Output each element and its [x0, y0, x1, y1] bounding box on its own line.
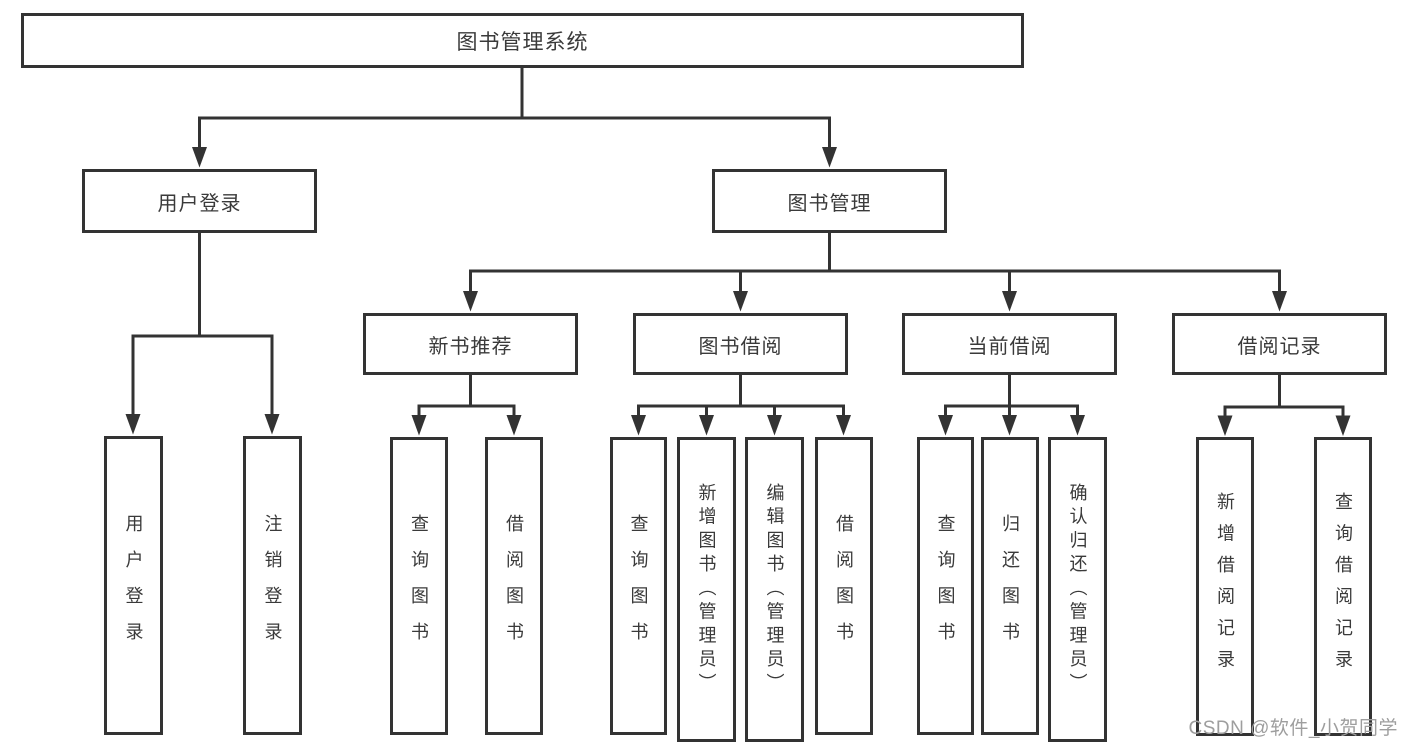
- arrow-icon: [1217, 415, 1233, 436]
- leaf-bb-borrow: 借阅图书: [815, 437, 873, 735]
- node-book-borrow: 图书借阅: [633, 313, 848, 375]
- arrow-icon: [1272, 291, 1287, 312]
- leaf-rec-borrow-label: 借阅图书: [504, 514, 524, 658]
- leaf-br-query: 查询借阅记录: [1314, 437, 1372, 736]
- leaf-rec-query: 查询图书: [390, 437, 448, 735]
- node-book-mgmt-label: 图书管理: [787, 192, 872, 215]
- arrow-icon: [1070, 415, 1085, 436]
- leaf-logout-label: 注销登录: [262, 513, 283, 658]
- node-user-login-label: 用户登录: [157, 192, 242, 215]
- connector-newbookrec-to-leaves: [417, 375, 516, 421]
- leaf-bb-add-label: 新增图书（管理员）: [696, 482, 717, 697]
- arrow-icon: [733, 291, 748, 312]
- leaf-cb-confirm-label: 确认归还（管理员）: [1067, 482, 1088, 697]
- arrow-icon: [411, 415, 427, 436]
- leaf-cb-confirm: 确认归还（管理员）: [1048, 437, 1107, 742]
- node-borrow-records-label: 借阅记录: [1237, 335, 1322, 358]
- leaf-bb-edit: 编辑图书（管理员）: [745, 437, 804, 742]
- leaf-rec-borrow: 借阅图书: [485, 437, 543, 735]
- node-borrow-records: 借阅记录: [1172, 313, 1387, 375]
- leaf-bb-borrow-label: 借阅图书: [834, 514, 854, 658]
- node-root: 图书管理系统: [21, 13, 1024, 68]
- leaf-rec-query-label: 查询图书: [409, 514, 429, 658]
- arrow-icon: [699, 415, 714, 436]
- arrow-icon: [1335, 415, 1351, 436]
- arrow-icon: [192, 147, 207, 168]
- node-book-borrow-label: 图书借阅: [698, 335, 783, 358]
- node-user-login: 用户登录: [82, 169, 317, 233]
- leaf-cb-return-label: 归还图书: [1000, 514, 1020, 658]
- node-current-borrow-label: 当前借阅: [967, 335, 1052, 358]
- connector-userlogin-to-leaves: [131, 233, 274, 420]
- arrow-icon: [938, 415, 953, 436]
- arrow-icon: [463, 291, 478, 312]
- leaf-cb-return: 归还图书: [981, 437, 1039, 735]
- leaf-cb-query: 查询图书: [917, 437, 974, 735]
- arrow-icon: [836, 415, 851, 436]
- connector-bookborrow-to-leaves: [637, 375, 845, 421]
- leaf-br-query-label: 查询借阅记录: [1333, 492, 1353, 681]
- arrow-icon: [264, 414, 280, 435]
- arrow-icon: [125, 414, 141, 435]
- leaf-logout: 注销登录: [243, 436, 302, 735]
- connector-bookmgmt-to-level3: [469, 233, 1281, 297]
- arrow-icon: [822, 147, 837, 168]
- leaf-bb-query: 查询图书: [610, 437, 667, 735]
- leaf-bb-query-label: 查询图书: [628, 514, 649, 658]
- leaf-cb-query-label: 查询图书: [935, 514, 956, 658]
- leaf-bb-edit-label: 编辑图书（管理员）: [764, 482, 785, 697]
- leaf-user-login: 用户登录: [104, 436, 163, 735]
- arrow-icon: [1002, 415, 1017, 436]
- node-new-book-rec-label: 新书推荐: [428, 335, 513, 358]
- leaf-bb-add: 新增图书（管理员）: [677, 437, 736, 742]
- connector-root-to-level2: [198, 68, 831, 152]
- csdn-watermark: CSDN @软件_小贺同学: [1188, 718, 1398, 739]
- arrow-icon: [1002, 291, 1017, 312]
- arrow-icon: [631, 415, 646, 436]
- arrow-icon: [506, 415, 522, 436]
- node-root-label: 图书管理系统: [456, 30, 589, 54]
- node-new-book-rec: 新书推荐: [363, 313, 578, 375]
- node-current-borrow: 当前借阅: [902, 313, 1117, 375]
- connector-borrowrecords-to-leaves: [1223, 375, 1345, 421]
- node-book-mgmt: 图书管理: [712, 169, 947, 233]
- arrow-icon: [767, 415, 782, 436]
- leaf-br-add: 新增借阅记录: [1196, 437, 1254, 736]
- leaf-user-login-label: 用户登录: [123, 513, 144, 658]
- connector-currentborrow-to-leaves: [944, 375, 1079, 421]
- leaf-br-add-label: 新增借阅记录: [1215, 492, 1235, 681]
